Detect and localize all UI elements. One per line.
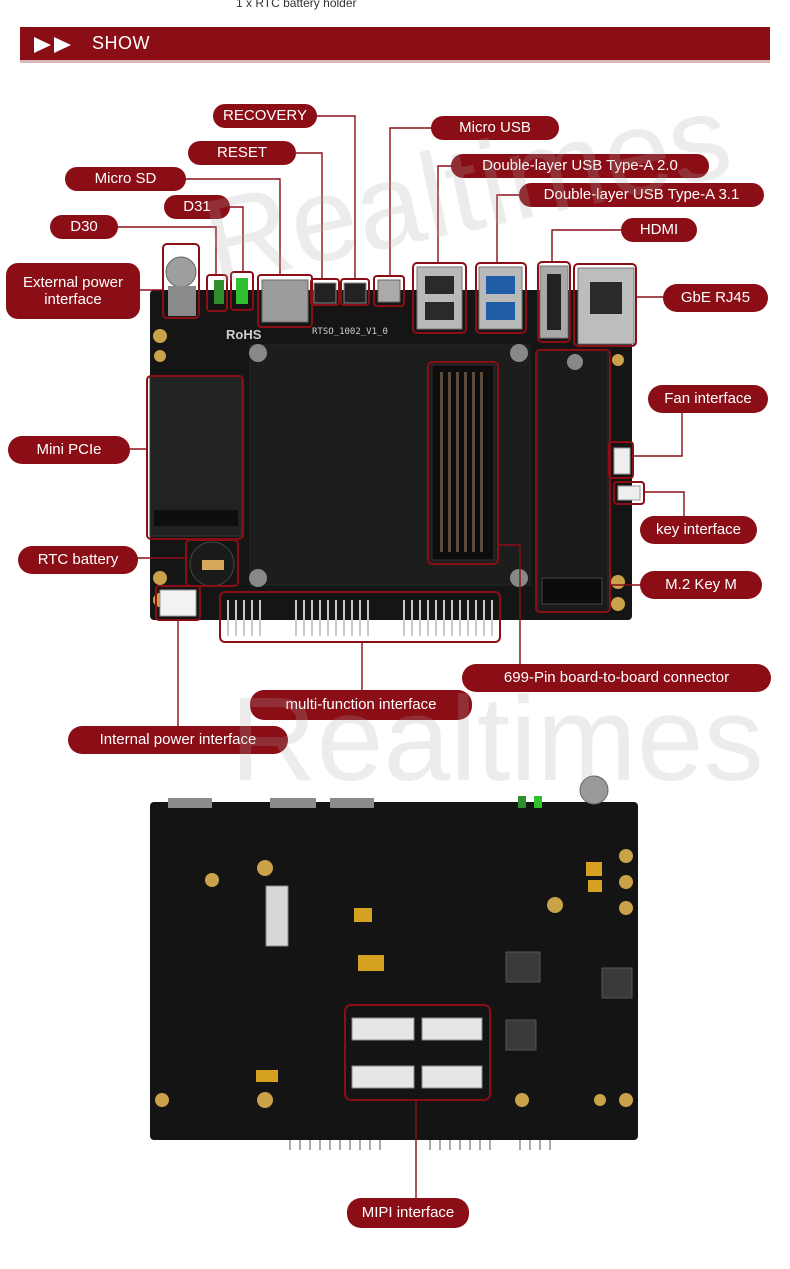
label-m2-key-m: M.2 Key M (640, 571, 762, 599)
bottom-pcb (150, 802, 638, 1140)
section-header-bar: SHOW (20, 27, 770, 63)
double-arrow-icon (34, 37, 71, 53)
label-gbe-rj45: GbE RJ45 (663, 284, 768, 312)
mini-pcie-slot (149, 375, 243, 537)
section-title: SHOW (92, 33, 150, 53)
label-d31: D31 (164, 195, 230, 219)
silkscreen-rohs: RoHS (226, 327, 262, 342)
label-usb-2: Double-layer USB Type-A 2.0 (451, 154, 709, 178)
label-internal-power: Internal power interface (68, 726, 288, 754)
label-hdmi: HDMI (621, 218, 697, 242)
header-pins (227, 600, 493, 636)
m2-slot (537, 349, 609, 613)
label-micro-sd: Micro SD (65, 167, 186, 191)
silkscreen-model: RTSO_1002_V1_0 (312, 327, 388, 337)
label-multi-function: multi-function interface (250, 690, 472, 720)
label-mini-pcie: Mini PCIe (8, 436, 130, 464)
label-recovery: RECOVERY (213, 104, 317, 128)
label-mipi-interface: MIPI interface (347, 1198, 469, 1228)
label-micro-usb: Micro USB (431, 116, 559, 140)
label-b2b-connector: 699-Pin board-to-board connector (462, 664, 771, 692)
label-rtc-battery: RTC battery (18, 546, 138, 574)
label-d30: D30 (50, 215, 118, 239)
label-external-power: External power interface (6, 263, 140, 319)
label-key-interface: key interface (640, 516, 757, 544)
label-fan-interface: Fan interface (648, 385, 768, 413)
label-reset: RESET (188, 141, 296, 165)
label-usb-3: Double-layer USB Type-A 3.1 (519, 183, 764, 207)
top-caption: 1 x RTC battery holder (236, 0, 357, 10)
